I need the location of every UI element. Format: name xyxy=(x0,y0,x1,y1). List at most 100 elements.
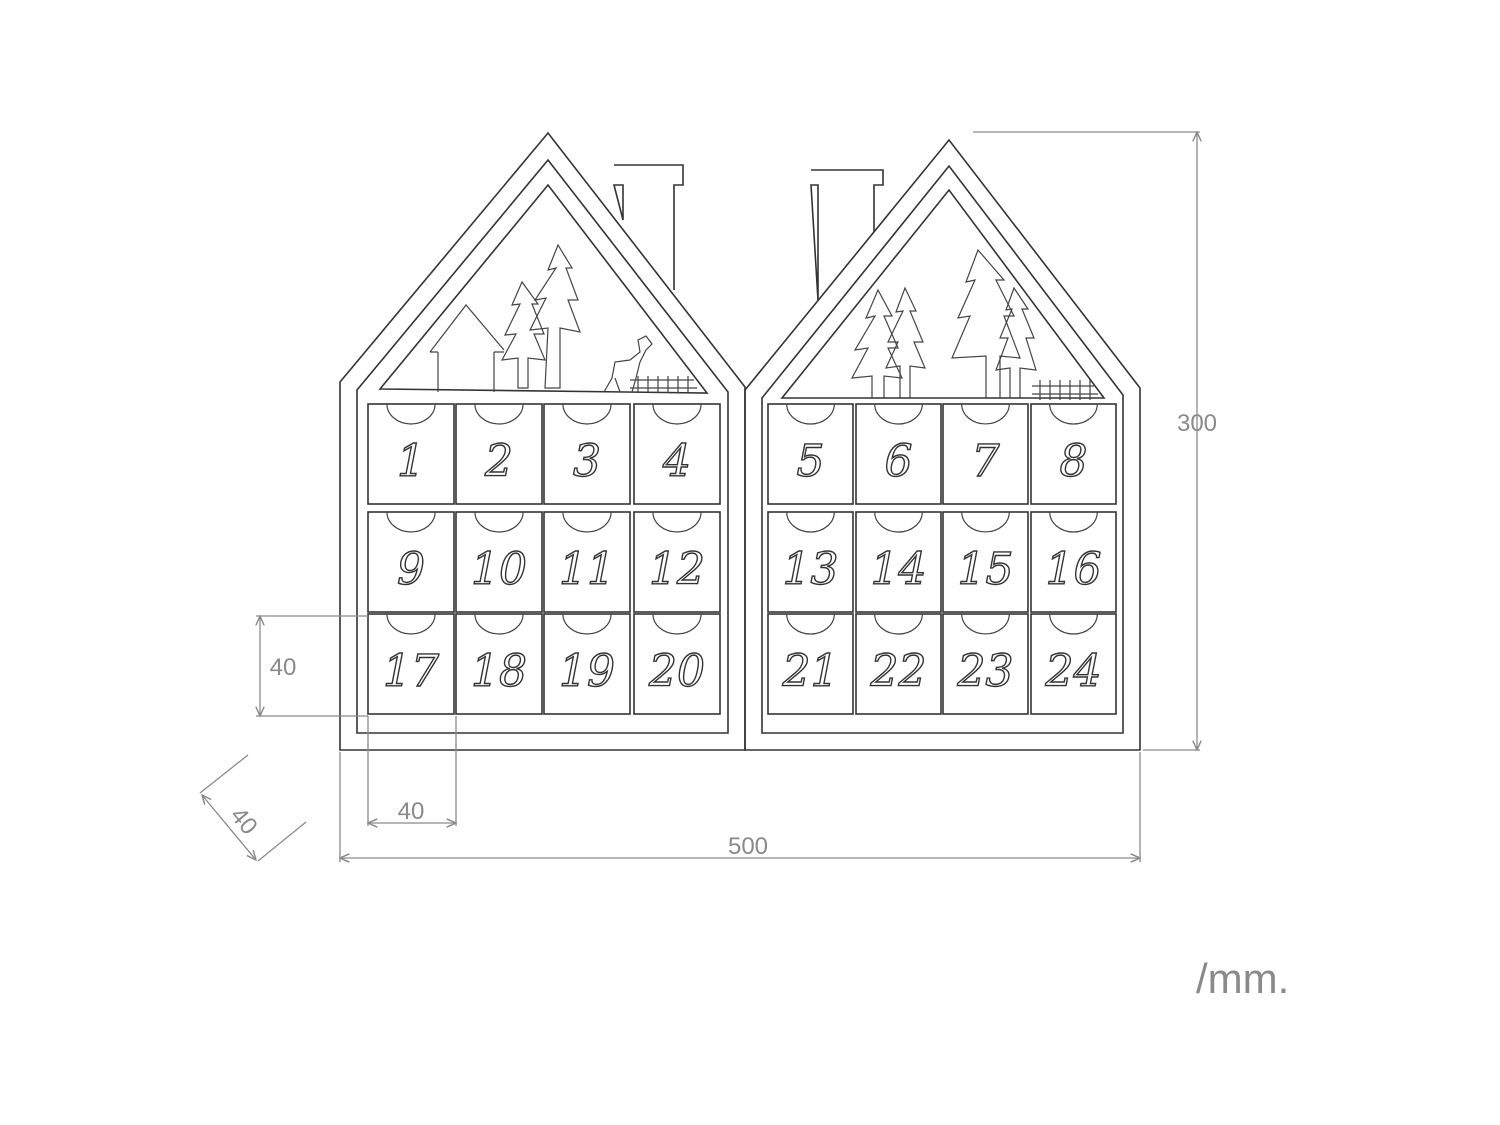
door-finger-notch xyxy=(786,403,835,425)
door-number: 9 xyxy=(397,544,425,595)
depth-label: 40 xyxy=(225,802,263,840)
door-number: 15 xyxy=(958,544,1014,595)
door-finger-notch xyxy=(386,613,436,635)
door-finger-notch xyxy=(961,511,1010,533)
door-frame xyxy=(367,613,455,715)
door-finger-notch xyxy=(386,403,436,425)
right-house-outer xyxy=(744,138,1141,751)
door-4[interactable]: 4 xyxy=(633,403,721,505)
door-23[interactable]: 23 xyxy=(942,613,1029,715)
door-frame xyxy=(1030,511,1117,613)
door-number: 5 xyxy=(797,436,825,487)
door-5[interactable]: 5 xyxy=(767,403,854,505)
door-finger-notch xyxy=(786,613,835,635)
left-scene-triangle xyxy=(378,183,709,394)
door-number: 13 xyxy=(783,544,839,595)
left-house-inner xyxy=(356,158,729,734)
right-doors-grid: 5 6 7 8 13 14 15 16 21 22 23 24 xyxy=(767,403,1117,715)
door-16[interactable]: 16 xyxy=(1030,511,1117,613)
door-frame xyxy=(367,403,455,505)
door-number: 7 xyxy=(972,436,1000,487)
door-frame xyxy=(1030,613,1117,715)
door-finger-notch xyxy=(652,613,702,635)
dimension-door-height: 40 xyxy=(256,616,368,716)
door-9[interactable]: 9 xyxy=(367,511,455,613)
door-frame xyxy=(855,613,942,715)
door-finger-notch xyxy=(386,511,436,533)
door-19[interactable]: 19 xyxy=(543,613,631,715)
door-7[interactable]: 7 xyxy=(942,403,1029,505)
door-number: 21 xyxy=(782,646,839,697)
door-frame xyxy=(633,511,721,613)
door-number: 16 xyxy=(1046,544,1102,595)
door-frame xyxy=(767,511,854,613)
door-11[interactable]: 11 xyxy=(543,511,631,613)
door-finger-notch xyxy=(1049,613,1098,635)
door-10[interactable]: 10 xyxy=(455,511,543,613)
door-8[interactable]: 8 xyxy=(1030,403,1117,505)
door-18[interactable]: 18 xyxy=(455,613,543,715)
door-number: 20 xyxy=(648,646,705,697)
door-finger-notch xyxy=(961,403,1010,425)
door-frame xyxy=(855,511,942,613)
door-number: 2 xyxy=(484,436,513,487)
door-number: 4 xyxy=(662,436,691,487)
door-finger-notch xyxy=(474,613,524,635)
door-width-label: 40 xyxy=(398,798,425,825)
door-finger-notch xyxy=(874,511,923,533)
door-finger-notch xyxy=(1049,403,1098,425)
door-17[interactable]: 17 xyxy=(367,613,455,715)
door-number: 12 xyxy=(649,544,705,595)
right-scene-triangle xyxy=(780,188,1106,399)
dimension-height: 300 xyxy=(973,132,1217,750)
right-house: 5 6 7 8 13 14 15 16 21 22 23 24 xyxy=(744,138,1141,751)
little-house xyxy=(429,304,505,392)
right-house-inner xyxy=(761,164,1124,734)
right-trees xyxy=(850,248,1037,399)
door-number: 1 xyxy=(397,436,425,487)
door-21[interactable]: 21 xyxy=(767,613,854,715)
door-22[interactable]: 22 xyxy=(855,613,942,715)
right-chimney xyxy=(810,169,884,301)
door-frame xyxy=(1030,403,1117,505)
dimension-door-width: 40 xyxy=(368,716,456,826)
door-frame xyxy=(543,511,631,613)
door-14[interactable]: 14 xyxy=(855,511,942,613)
width-label: 500 xyxy=(728,833,768,860)
dimension-width: 500 xyxy=(340,752,1140,862)
door-finger-notch xyxy=(562,403,612,425)
door-finger-notch xyxy=(874,613,923,635)
left-trees xyxy=(500,243,581,389)
door-15[interactable]: 15 xyxy=(942,511,1029,613)
door-finger-notch xyxy=(652,511,702,533)
door-finger-notch xyxy=(562,511,612,533)
door-2[interactable]: 2 xyxy=(455,403,543,505)
door-6[interactable]: 6 xyxy=(855,403,942,505)
door-frame xyxy=(942,403,1029,505)
door-24[interactable]: 24 xyxy=(1030,613,1117,715)
door-20[interactable]: 20 xyxy=(633,613,721,715)
door-number: 17 xyxy=(383,646,439,697)
door-frame xyxy=(633,403,721,505)
right-fence xyxy=(1032,380,1098,400)
door-finger-notch xyxy=(474,403,524,425)
dimension-depth: 40 xyxy=(199,754,307,862)
door-number: 6 xyxy=(885,436,913,487)
door-frame xyxy=(855,403,942,505)
door-number: 8 xyxy=(1060,436,1088,487)
door-3[interactable]: 3 xyxy=(543,403,631,505)
door-12[interactable]: 12 xyxy=(633,511,721,613)
door-1[interactable]: 1 xyxy=(367,403,455,505)
unit-label: /mm. xyxy=(1196,955,1290,1002)
door-finger-notch xyxy=(1049,511,1098,533)
door-number: 19 xyxy=(559,646,615,697)
door-finger-notch xyxy=(474,511,524,533)
door-number: 24 xyxy=(1045,646,1102,697)
door-frame xyxy=(455,403,543,505)
door-number: 18 xyxy=(471,646,527,697)
door-frame xyxy=(633,613,721,715)
door-13[interactable]: 13 xyxy=(767,511,854,613)
door-number: 22 xyxy=(870,646,927,697)
